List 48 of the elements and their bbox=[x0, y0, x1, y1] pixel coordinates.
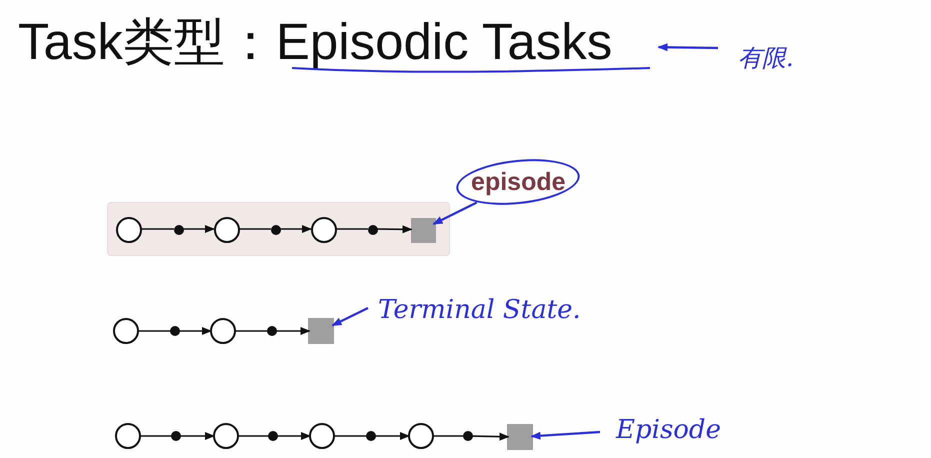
state-circle bbox=[311, 217, 337, 243]
connector-line bbox=[335, 228, 368, 230]
pointer-arrow bbox=[658, 43, 718, 52]
action-dot bbox=[366, 431, 376, 441]
state-circle bbox=[113, 318, 139, 344]
connector-line bbox=[433, 435, 464, 437]
arrow bbox=[375, 432, 410, 440]
arrow bbox=[180, 432, 215, 440]
action-dot bbox=[463, 431, 473, 441]
state-circle bbox=[210, 318, 236, 344]
slide-title: Task类型：Episodic Tasks bbox=[18, 14, 660, 70]
terminal-square bbox=[507, 424, 533, 450]
state-circle bbox=[116, 217, 142, 243]
arrow bbox=[279, 225, 312, 233]
action-dot bbox=[268, 431, 278, 441]
connector-line bbox=[334, 435, 367, 437]
arrow bbox=[276, 327, 310, 335]
connector-line bbox=[138, 330, 171, 332]
pointer-arrow bbox=[530, 430, 600, 440]
pointer-arrow bbox=[432, 202, 478, 225]
arrow bbox=[472, 432, 510, 441]
pointer-arrow bbox=[332, 307, 368, 326]
connector-line bbox=[140, 435, 172, 437]
state-circle bbox=[214, 217, 240, 243]
state-circle bbox=[408, 423, 434, 449]
handwritten-note: Terminal State. bbox=[378, 292, 581, 328]
action-dot bbox=[174, 225, 184, 235]
state-circle bbox=[213, 423, 239, 449]
handwritten-note: Episode bbox=[616, 412, 721, 448]
action-dot bbox=[368, 225, 378, 235]
connector-line bbox=[238, 435, 269, 437]
action-dot bbox=[267, 326, 277, 336]
terminal-square bbox=[308, 318, 334, 344]
connector-line bbox=[238, 228, 271, 230]
action-dot bbox=[170, 326, 180, 336]
connector-line bbox=[140, 228, 174, 230]
terminal-square bbox=[411, 218, 436, 243]
state-circle bbox=[309, 423, 335, 449]
action-dot bbox=[171, 431, 181, 441]
episode-band bbox=[107, 202, 450, 256]
handwritten-note: 有限. bbox=[738, 38, 794, 78]
connector-line bbox=[235, 330, 268, 332]
arrow bbox=[376, 225, 412, 234]
arrow bbox=[179, 327, 212, 335]
action-dot bbox=[271, 225, 281, 235]
arrow bbox=[182, 225, 215, 233]
arrow bbox=[277, 432, 311, 440]
state-circle bbox=[115, 423, 141, 449]
